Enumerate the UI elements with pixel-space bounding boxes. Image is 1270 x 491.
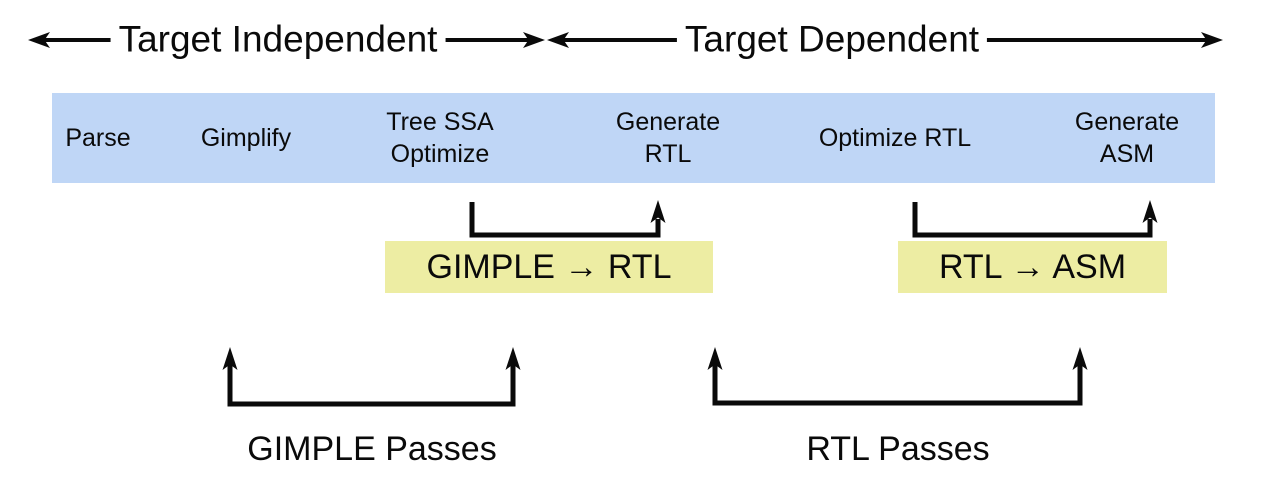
stage-label: Optimize (390, 140, 490, 168)
stage-label: ASM (1099, 140, 1155, 168)
gimple-passes-bracket-arrow (222, 347, 521, 407)
stage-label: Generate (1074, 108, 1180, 136)
bracket-line (227, 364, 516, 407)
rtl-passes-label: RTL Passes (806, 430, 990, 468)
rtl-to-asm-label: RTL → ASM (938, 247, 1127, 286)
pipeline-band (52, 93, 1215, 183)
right-arrowhead-icon (1201, 32, 1223, 48)
stage-label: Generate (615, 108, 721, 136)
stage-parse: Parse (13, 93, 183, 183)
stage-generate-asm: Generate ASM (1042, 93, 1212, 183)
stage-tree-ssa-optimize: Tree SSA Optimize (355, 93, 525, 183)
stage-label: Gimplify (200, 124, 292, 152)
up-arrowhead-icon (1142, 200, 1158, 223)
right-arrowhead-icon (523, 32, 545, 48)
target-independent-label: Target Independent (110, 19, 446, 61)
stage-gimplify: Gimplify (161, 93, 331, 183)
up-arrowhead-icon (1072, 347, 1088, 370)
bracket-line (469, 202, 661, 238)
stage-label: Optimize RTL (818, 124, 972, 152)
stage-label: Parse (65, 124, 131, 152)
rtl-to-asm-bracket-arrow (912, 200, 1158, 238)
gimple-passes-label: GIMPLE Passes (247, 430, 497, 468)
left-arrowhead-icon (28, 32, 50, 48)
up-arrowhead-icon (505, 347, 521, 370)
rtl-to-asm-highlight: RTL → ASM (898, 241, 1167, 293)
stage-optimize-rtl: Optimize RTL (810, 93, 980, 183)
up-arrowhead-icon (222, 347, 238, 370)
target-dependent-label: Target Dependent (676, 19, 988, 61)
stage-label: RTL (644, 140, 692, 168)
gimple-to-rtl-highlight: GIMPLE → RTL (385, 241, 713, 293)
up-arrowhead-icon (707, 347, 723, 370)
bracket-line (912, 202, 1153, 238)
gimple-to-rtl-label: GIMPLE → RTL (426, 247, 672, 286)
stage-label: Tree SSA (386, 108, 494, 136)
up-arrowhead-icon (650, 200, 666, 223)
bracket-line (712, 364, 1083, 406)
rtl-passes-bracket-arrow (707, 347, 1088, 406)
stage-generate-rtl: Generate RTL (583, 93, 753, 183)
left-arrowhead-icon (547, 32, 569, 48)
gimple-to-rtl-bracket-arrow (469, 200, 666, 238)
